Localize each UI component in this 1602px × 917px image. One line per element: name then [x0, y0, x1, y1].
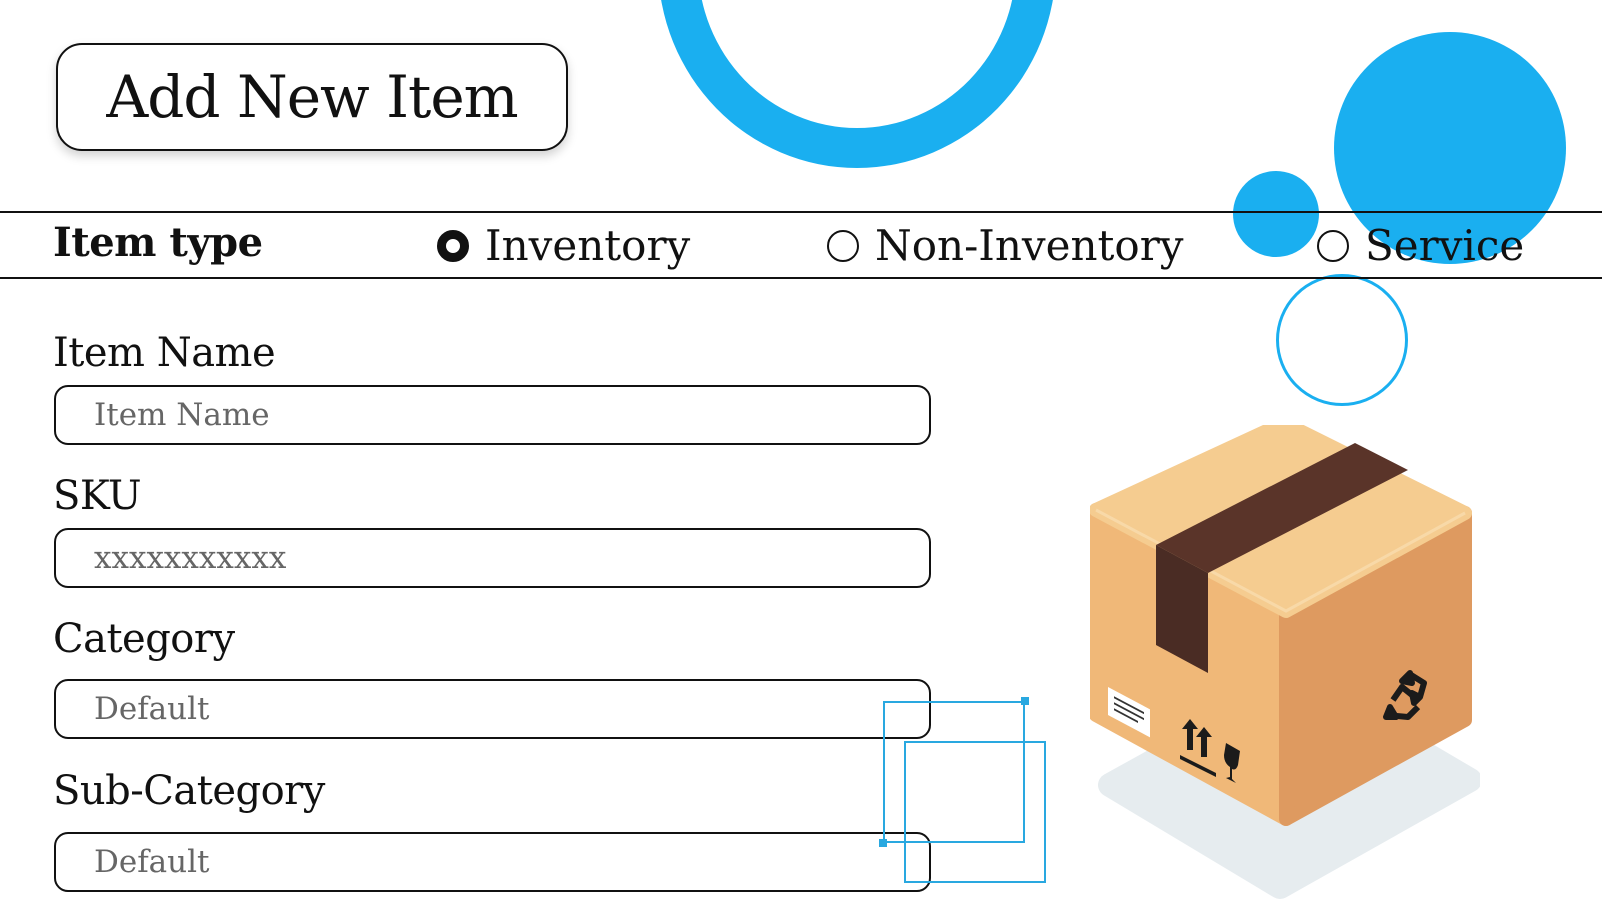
recycle-icon — [1383, 670, 1427, 720]
sub-category-label: Sub-Category — [53, 768, 325, 814]
item-name-label: Item Name — [53, 330, 276, 376]
sku-input[interactable] — [54, 528, 931, 588]
fragile-icon — [1224, 743, 1240, 783]
item-type-bar: Item type Inventory Non-Inventory Servic… — [0, 211, 1602, 279]
radio-selected-icon[interactable] — [437, 229, 469, 262]
sub-category-value: Default — [94, 844, 210, 880]
radio-inventory-label: Inventory — [485, 221, 691, 270]
item-name-input[interactable] — [54, 385, 931, 445]
this-side-up-icon — [1180, 719, 1216, 777]
radio-service-label: Service — [1365, 221, 1525, 270]
decorative-handle — [879, 839, 887, 847]
category-value: Default — [94, 691, 210, 727]
category-select[interactable]: Default — [54, 679, 931, 739]
category-label: Category — [53, 616, 235, 662]
radio-non-inventory-label: Non-Inventory — [875, 221, 1184, 270]
radio-inventory[interactable]: Inventory — [437, 221, 690, 270]
sku-label: SKU — [53, 473, 142, 519]
radio-non-inventory[interactable]: Non-Inventory — [827, 221, 1184, 270]
radio-service[interactable]: Service — [1317, 221, 1524, 270]
decorative-ring-thin — [1276, 274, 1408, 406]
decorative-handle — [1021, 697, 1029, 705]
radio-unselected-icon[interactable] — [827, 229, 859, 262]
item-type-label: Item type — [53, 219, 263, 266]
decorative-square — [904, 741, 1046, 883]
decorative-ring — [658, 0, 1056, 168]
sub-category-select[interactable]: Default — [54, 832, 931, 892]
page-title: Add New Item — [56, 43, 568, 151]
radio-unselected-icon[interactable] — [1317, 229, 1349, 262]
cardboard-box-icon — [1090, 425, 1480, 899]
decorative-square — [883, 701, 1025, 843]
